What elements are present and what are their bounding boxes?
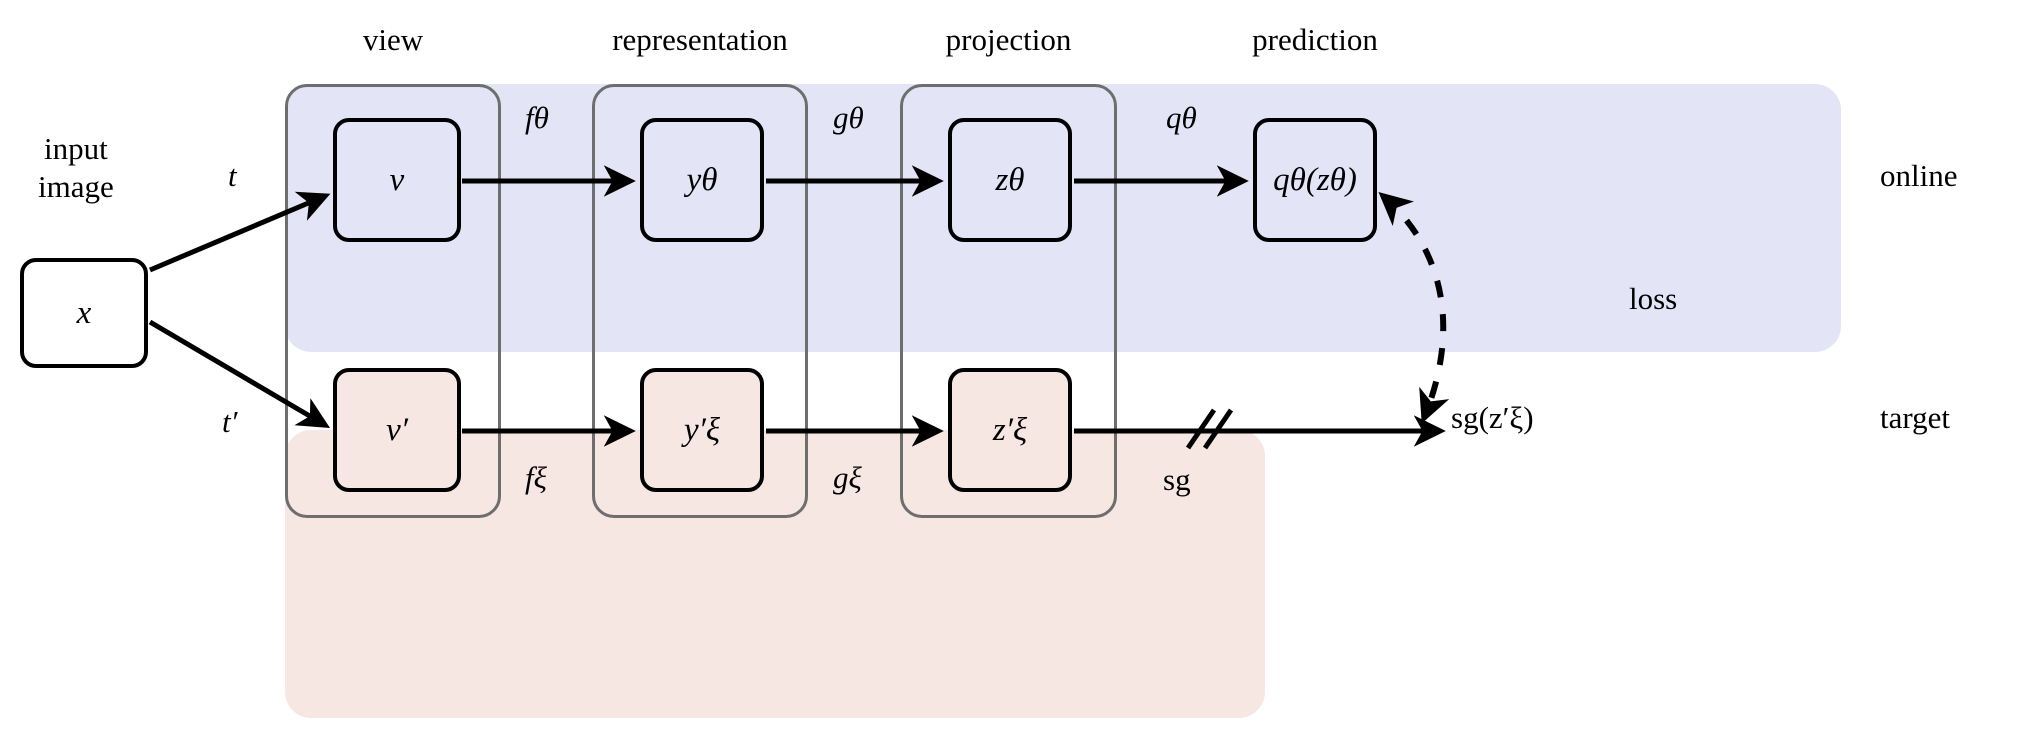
edge-label-target-encoder: fξ xyxy=(525,460,547,495)
edge-label-stop-gradient: sg xyxy=(1163,462,1191,497)
input-caption-line-1: input xyxy=(44,131,108,166)
node-online-representation: yθ xyxy=(640,118,764,242)
node-online-view: v xyxy=(333,118,461,242)
edge-label-online-transform: t xyxy=(228,158,237,193)
node-target-representation-label: y′ξ xyxy=(684,411,720,448)
column-group-representation xyxy=(592,84,808,518)
loss-label: loss xyxy=(1629,281,1678,316)
input-caption-line-2: image xyxy=(38,168,114,204)
edge-label-target-projector: gξ xyxy=(833,460,862,495)
edge-label-online-predictor: qθ xyxy=(1166,100,1197,135)
node-online-representation-label: yθ xyxy=(686,161,718,198)
node-input-image: x xyxy=(20,258,148,368)
node-target-projection-label: z′ξ xyxy=(992,411,1028,448)
node-online-projection: zθ xyxy=(948,118,1072,242)
node-online-prediction-label: qθ(zθ) xyxy=(1273,161,1357,198)
node-input-image-label: x xyxy=(76,294,92,331)
input-image-caption: input image xyxy=(38,130,114,206)
node-target-stopgrad-output: sg(z′ξ) xyxy=(1451,400,1534,435)
node-online-prediction: qθ(zθ) xyxy=(1253,118,1377,242)
branch-row-label-target: target xyxy=(1880,400,1951,435)
column-header-projection: projection xyxy=(945,22,1072,57)
node-online-view-label: v xyxy=(389,161,405,198)
column-group-view xyxy=(285,84,501,518)
column-header-representation: representation xyxy=(612,22,788,57)
column-header-view: view xyxy=(362,22,424,57)
edge-label-online-projector: gθ xyxy=(833,100,864,135)
node-target-representation: y′ξ xyxy=(640,368,764,492)
edge-label-target-transform: t′ xyxy=(222,404,238,439)
column-group-projection xyxy=(900,84,1117,518)
node-target-projection: z′ξ xyxy=(948,368,1072,492)
edge-label-online-encoder: fθ xyxy=(525,100,549,135)
branch-row-label-online: online xyxy=(1880,158,1958,193)
node-online-projection-label: zθ xyxy=(995,161,1025,198)
node-target-view-label: v′ xyxy=(386,411,408,448)
column-header-prediction: prediction xyxy=(1252,22,1378,57)
node-target-view: v′ xyxy=(333,368,461,492)
